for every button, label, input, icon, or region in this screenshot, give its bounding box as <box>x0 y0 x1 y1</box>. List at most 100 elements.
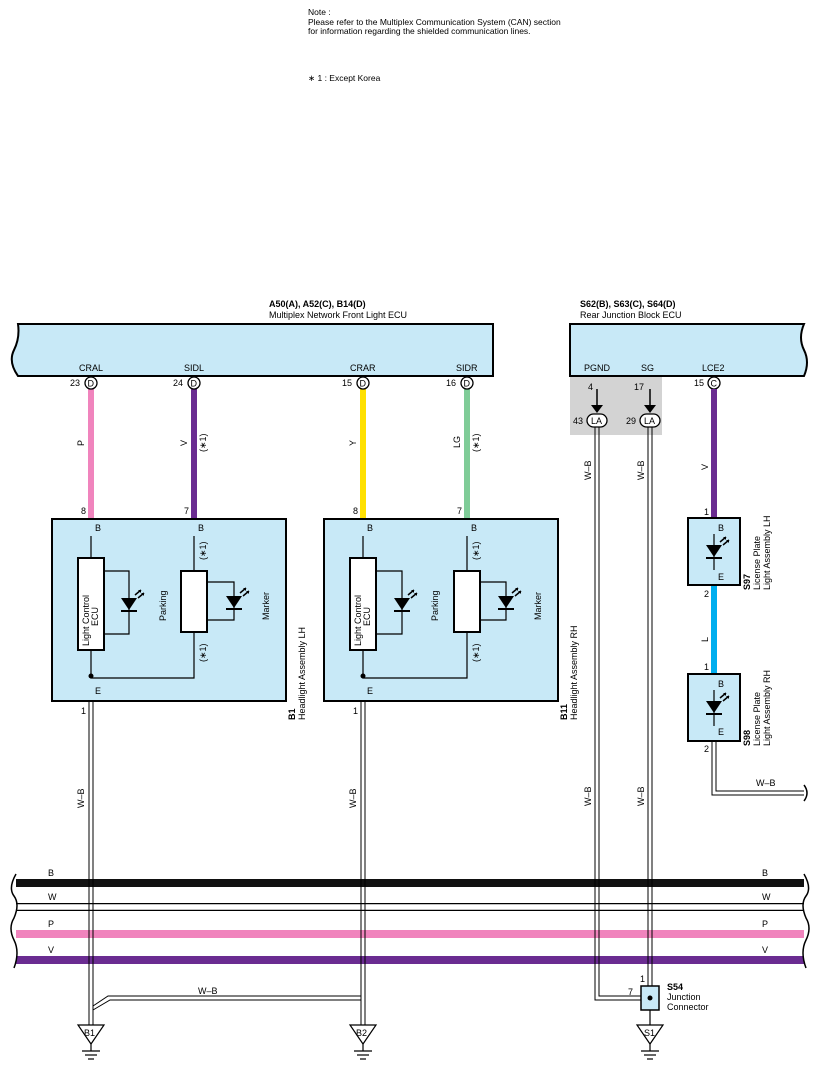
rear-ecu-wires: 4 17 LA LA 43 29 W–B W–B W–B W–B C 15 V <box>573 376 721 1001</box>
headlight-assembly-rh: 8 7 B B E Light Control ECU Parking Mark… <box>323 506 579 720</box>
hl-rh-pin-7: 7 <box>457 506 462 516</box>
note-block: Note : Please refer to the Multiplex Com… <box>308 7 561 37</box>
s54-pin-7: 7 <box>628 987 633 997</box>
jconn-la-1: LA <box>591 416 602 426</box>
lic-lh-code: S97 <box>742 574 752 590</box>
rear-pin-17: 17 <box>634 382 644 392</box>
lic-lh-name-2: Light Assembly LH <box>762 515 772 590</box>
hl-lh-star-top: (∗1) <box>198 541 208 560</box>
hl-rh-pin-1: 1 <box>353 706 358 716</box>
rear-sg-wire-2: W–B <box>636 786 646 806</box>
hl-lh-ground-wire: W–B <box>76 788 86 808</box>
hl-rh-ground-wire: W–B <box>348 788 358 808</box>
hl-rh-code: B11 <box>559 704 569 720</box>
hl-lh-code: B1 <box>287 708 297 720</box>
hl-rh-term-b2: B <box>471 523 477 533</box>
lic-lh-pin-1: 1 <box>704 507 709 517</box>
note-title: Note : <box>308 7 331 17</box>
wire-code-l: L <box>700 637 710 642</box>
note-line-2: for information regarding the shielded c… <box>308 26 531 36</box>
pin-cral: 23 <box>70 378 80 388</box>
rear-ecu-code: S62(B), S63(C), S64(D) <box>580 299 676 309</box>
bus-label-w-right: W <box>762 892 771 902</box>
ground-s1-label: S1 <box>644 1028 655 1038</box>
rear-ecu-name: Rear Junction Block ECU <box>580 310 682 320</box>
wire-code-y: Y <box>348 440 358 446</box>
license-plate-light-rh: 1 B E S98 License Plate Light Assembly R… <box>687 662 808 802</box>
front-term-label-sidr: SIDR <box>456 363 478 373</box>
conn-d-crar: D <box>360 379 367 389</box>
lic-rh-term-b: B <box>718 679 724 689</box>
rear-pin-15: 15 <box>694 378 704 388</box>
hl-rh-marker: Marker <box>533 592 543 620</box>
rear-pin-4: 4 <box>588 382 593 392</box>
front-ecu-wires: D D D D 23 24 15 16 P V (∗1) Y LG (∗1) <box>70 376 481 520</box>
lic-rh-term-e: E <box>718 727 724 737</box>
lic-lh-pin-2: 2 <box>704 589 709 599</box>
hl-rh-ecu-label-2: ECU <box>362 607 372 626</box>
lic-lh-term-b: B <box>718 523 724 533</box>
footnote: ∗ 1 : Except Korea <box>308 73 381 83</box>
hl-lh-term-e: E <box>95 686 101 696</box>
bus-lines: B W P V B W P V <box>10 868 810 969</box>
lic-rh-pin-1: 1 <box>704 662 709 672</box>
star-sidr: (∗1) <box>471 433 481 452</box>
jconn-la-2: LA <box>644 416 655 426</box>
hl-lh-term-b1: B <box>95 523 101 533</box>
front-ecu-name: Multiplex Network Front Light ECU <box>269 310 407 320</box>
bus-label-b-left: B <box>48 868 54 878</box>
rear-pgnd-wire-1: W–B <box>583 460 593 480</box>
rear-term-label-pgnd: PGND <box>584 363 611 373</box>
pin-sidr: 16 <box>446 378 456 388</box>
wire-code-p: P <box>76 440 86 446</box>
pin-sidl: 24 <box>173 378 183 388</box>
ground-b1-label: B1 <box>84 1028 95 1038</box>
hl-rh-parking: Parking <box>430 590 440 621</box>
hl-lh-name: Headlight Assembly LH <box>297 627 307 720</box>
bus-label-v-right: V <box>762 945 768 955</box>
wire-code-lg: LG <box>452 436 462 448</box>
lic-lh-term-e: E <box>718 572 724 582</box>
junction-connector-s54: 1 7 S54 Junction Connector <box>628 974 709 1025</box>
lic-rh-name-1: License Plate <box>752 692 762 746</box>
rear-term-label-lce2: LCE2 <box>702 363 725 373</box>
hl-lh-pin-1: 1 <box>81 706 86 716</box>
wire-code-lic-rh-out: W–B <box>756 778 776 788</box>
front-ecu-code: A50(A), A52(C), B14(D) <box>269 299 366 309</box>
hl-lh-star-bottom: (∗1) <box>198 643 208 662</box>
conn-d-sidr: D <box>464 379 471 389</box>
hl-lh-term-b2: B <box>198 523 204 533</box>
bus-label-v-left: V <box>48 945 54 955</box>
jpin-43: 43 <box>573 416 583 426</box>
hl-rh-pin-8: 8 <box>353 506 358 516</box>
hl-rh-term-b1: B <box>367 523 373 533</box>
s54-name-1: Junction <box>667 992 701 1002</box>
conn-d-cral: D <box>88 379 95 389</box>
headlight-assembly-lh: 8 7 B B E Light Control ECU Parking Mark… <box>51 506 307 720</box>
s54-code: S54 <box>667 982 683 992</box>
s54-pin-1: 1 <box>640 974 645 984</box>
rear-pgnd-wire-2: W–B <box>583 786 593 806</box>
rear-ecu: S62(B), S63(C), S64(D) Rear Junction Blo… <box>569 299 808 435</box>
hl-lh-marker: Marker <box>261 592 271 620</box>
headlight-ground-wires: W–B W–B W–B <box>76 701 366 1025</box>
ground-b2-label: B2 <box>356 1028 367 1038</box>
hl-lh-pin-8: 8 <box>81 506 86 516</box>
front-term-label-crar: CRAR <box>350 363 376 373</box>
rear-sg-wire-1: W–B <box>636 460 646 480</box>
hl-rh-name: Headlight Assembly RH <box>569 625 579 720</box>
star-sidl: (∗1) <box>198 433 208 452</box>
s54-name-2: Connector <box>667 1002 709 1012</box>
ground-link-wire: W–B <box>198 986 218 996</box>
hl-lh-ecu-label-2: ECU <box>90 607 100 626</box>
license-plate-light-lh: 1 B E S97 License Plate Light Assembly L… <box>687 507 772 674</box>
bus-label-p-left: P <box>48 919 54 929</box>
front-ecu: A50(A), A52(C), B14(D) Multiplex Network… <box>10 299 494 377</box>
bus-label-w-left: W <box>48 892 57 902</box>
ground-points: B1 B2 S1 <box>77 1024 664 1060</box>
wire-code-v: V <box>179 440 189 446</box>
front-term-label-cral: CRAL <box>79 363 103 373</box>
lic-lh-name-1: License Plate <box>752 536 762 590</box>
